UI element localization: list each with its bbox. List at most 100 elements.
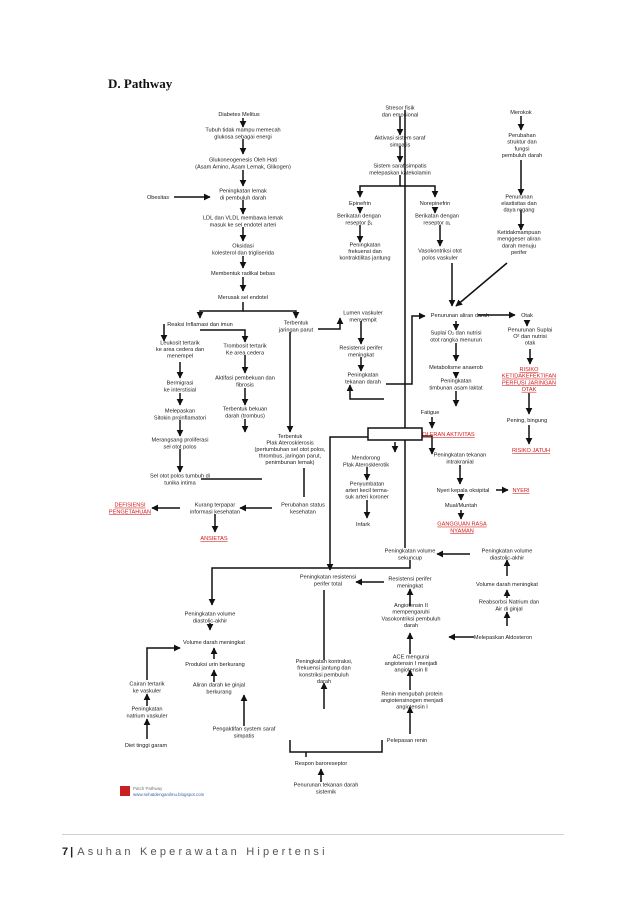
connector-63 — [326, 436, 383, 571]
node-nyeri: NYERI — [512, 488, 530, 494]
node-glukoneo: Glukoneogenesis Oleh Hati(Asam Amino, As… — [195, 158, 291, 171]
node-diet: Diet tinggi garam — [125, 743, 168, 749]
connector-83 — [289, 740, 383, 753]
node-aldosteron: Melepaskan Aldosteron — [474, 635, 532, 641]
page-number: 7 — [62, 846, 69, 858]
page-footer: 7|Asuhan Keperawatan Hipertensi — [62, 846, 328, 858]
node-kontraksi: Peningkatan kontraksi,frekuensi jantung … — [296, 659, 353, 685]
node-volume-darah-r: Volume darah meningkat — [476, 582, 538, 588]
node-inflamasi: Reaksi Inflamasi dan imun — [167, 322, 233, 328]
connector-28 — [400, 185, 439, 198]
connector-11 — [200, 329, 249, 343]
node-produksi-urin: Produksi urin berkurang — [185, 662, 244, 668]
section-heading: D. Pathway — [108, 76, 173, 91]
connector-78 — [146, 644, 181, 680]
connector-43 — [386, 312, 426, 385]
node-intoleran: INTOLERAN AKTIVITAS — [413, 432, 475, 438]
node-obesitas: Obesitas — [147, 195, 169, 201]
node-merusak: Merusak sel endotel — [218, 295, 268, 301]
node-norepinefrin: Norepinefrin — [420, 201, 450, 207]
node-pening: Pening, bingung — [507, 418, 547, 424]
node-risiko-jatuh: RISIKO JATUH — [512, 448, 550, 454]
pathway-watermark: Patch Pathway www.sehatdenganilmu.blogsp… — [120, 786, 205, 797]
pathway-connectors — [143, 110, 534, 782]
node-volume-darah-l: Volume darah meningkat — [183, 640, 245, 646]
footer-title: Asuhan Keperawatan Hipertensi — [77, 846, 328, 858]
node-epinefrin: Epinefrin — [349, 201, 371, 207]
watermark-logo-icon — [120, 786, 130, 796]
connector-9 — [243, 310, 300, 319]
connector-8 — [196, 302, 244, 319]
node-metabolisme: Metabolisme anaerob — [429, 365, 483, 371]
node-infark: Infark — [356, 522, 370, 528]
connector-44 — [346, 384, 384, 400]
connector-27 — [356, 175, 401, 198]
footer-divider — [62, 834, 564, 835]
node-respon: Respon baroreseptor — [295, 761, 348, 767]
watermark-url: www.sehatdenganilmu.blogspot.com — [133, 792, 205, 797]
node-otak: Otak — [521, 313, 533, 319]
watermark-title: Patch Pathway — [133, 786, 163, 791]
node-penurunan-aliran: Penurunan aliran darah — [431, 313, 489, 319]
node-fatigue: Fatigue — [421, 410, 440, 416]
node-radikal: Membentuk radikal bebas — [211, 271, 275, 277]
node-diabetes: Diabetes Melitus — [218, 112, 260, 118]
connector-40 — [318, 317, 344, 330]
connector-65 — [208, 560, 411, 606]
footer-separator: | — [70, 846, 74, 858]
node-ansietas: ANSIETAS — [200, 536, 228, 542]
node-merokok: Merokok — [510, 110, 532, 116]
